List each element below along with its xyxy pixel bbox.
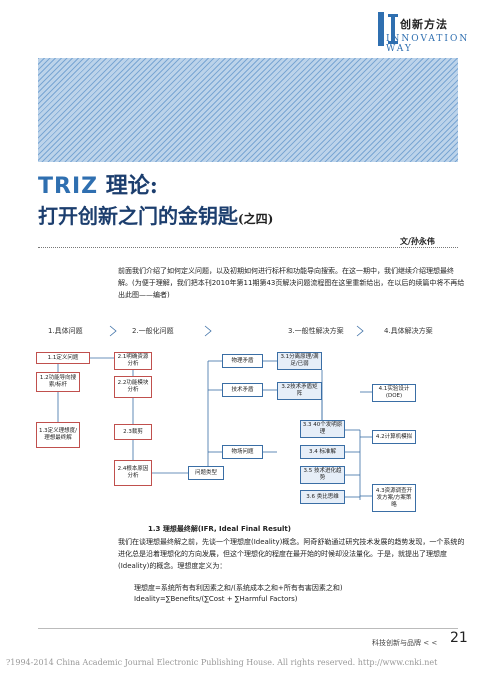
box-analogy: 3.6 类比思维	[300, 490, 345, 504]
title-main: 打开创新之门的金钥匙	[38, 204, 238, 228]
author: 文/孙永伟	[400, 237, 435, 246]
box-separation: 3.1分离原理/满足/已弱	[277, 352, 322, 370]
brand-cn: 创新方法	[400, 18, 448, 31]
copyright-line: ?1994-2014 China Academic Journal Electr…	[6, 658, 438, 667]
article-title-line1: TRIZ 理论:	[38, 168, 158, 200]
box-root-cause: 2.4根本原因分析	[114, 460, 152, 486]
box-resource-survey: 4.3资源调查开发方案/方案策略	[372, 484, 416, 512]
box-define-problem: 1.1定义问题	[36, 352, 90, 364]
divider	[38, 247, 458, 248]
title-cn: 理论:	[98, 173, 158, 199]
box-function-search: 1.2功能导向搜索/标杆	[36, 372, 80, 392]
box-su-field: 物场问题	[222, 445, 263, 459]
box-standard-solutions: 3.4 标准解	[300, 445, 345, 459]
formula-en: Ideality=∑Benefits/(∑Cost + ∑Harmful Fac…	[134, 595, 298, 603]
box-ideality: 1.3定义理想度/理想最终解	[36, 422, 80, 448]
footer-magazine: 科技创新与品牌 < <	[372, 639, 438, 647]
box-40-principles: 3.3 40个发明原理	[300, 420, 345, 438]
title-latin: TRIZ	[38, 174, 99, 199]
footer-rule	[38, 628, 458, 629]
box-evolution-trends: 3.5 技术进化趋势	[300, 466, 345, 484]
brand-logo-icon	[388, 14, 398, 44]
section-heading: 1.3 理想最终解(IFR, Ideal Final Result)	[148, 525, 291, 533]
box-technical-contradiction: 技术矛盾	[222, 383, 263, 397]
formula-cn: 理想度=系统所有有利因素之和/(系统成本之和+所有有害因素之和)	[134, 584, 343, 592]
box-contradiction-matrix: 3.2技术矛盾矩阵	[277, 382, 322, 400]
box-physical-contradiction: 物理矛盾	[222, 354, 263, 368]
title-suffix: (之四)	[238, 212, 274, 226]
article-title-line2: 打开创新之门的金钥匙(之四)	[38, 200, 273, 229]
stage-3-label: 3.一般性解决方案	[288, 327, 344, 335]
intro-paragraph: 前面我们介绍了如何定义问题，以及初期如何进行标杆和功能导向搜索。在这一期中，我们…	[118, 267, 465, 299]
box-resource-analysis: 2.1明确资源分析	[114, 352, 152, 370]
box-doe: 4.1实验设计(DOE)	[372, 384, 416, 402]
brand-bar	[378, 12, 384, 46]
box-problem-type: 问题类型	[188, 466, 224, 480]
brand-en: INNOVATION WAY	[386, 34, 470, 54]
box-simulation: 4.2计算机模拟	[372, 430, 416, 444]
box-trimming: 2.3裁剪	[114, 424, 152, 440]
stage-2-label: 2.一般化问题	[132, 327, 174, 335]
page-number: 21	[450, 630, 468, 646]
box-function-modeling: 2.2功能模块分析	[114, 376, 152, 398]
hatched-banner	[38, 58, 458, 162]
body-paragraph: 我们在谈理想最终解之前，先谈一个理想度(Ideality)概念。阿奇舒勒通过研究…	[118, 538, 465, 570]
stage-1-label: 1.具体问题	[48, 327, 83, 335]
stage-4-label: 4.具体解决方案	[384, 327, 433, 335]
